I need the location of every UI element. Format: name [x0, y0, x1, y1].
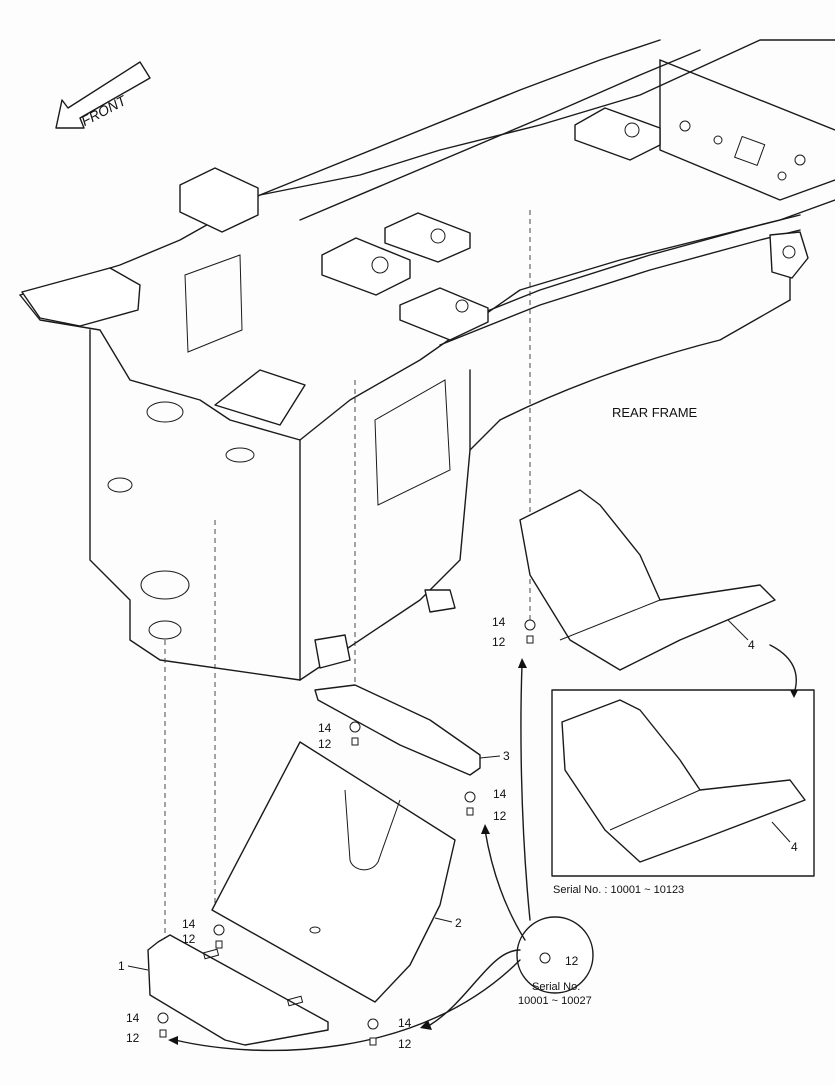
label-14-c: 14: [182, 917, 196, 931]
front-arrow: FRONT: [55, 61, 151, 129]
callout-leaders: [168, 658, 531, 1052]
callout-bolt-label: 12: [565, 954, 579, 968]
alignment-lines: [164, 210, 531, 960]
label-part-4: 4: [748, 638, 755, 652]
label-12-c: 12: [182, 932, 196, 946]
callout-serial-line2: 10001 ~ 10027: [518, 995, 592, 1007]
callout-serial-line1: Serial No.: [532, 981, 580, 993]
label-part-3: 3: [503, 749, 510, 763]
label-14-e: 14: [398, 1016, 412, 1030]
label-14-d: 14: [126, 1011, 140, 1025]
label-12-b: 12: [493, 809, 507, 823]
part-labels: 1 2 3 4 4 14 12 14 12 14 12 14 12 14 12 …: [118, 615, 798, 1051]
rear-frame-label: REAR FRAME: [612, 405, 698, 420]
undercover-2: [211, 741, 456, 1003]
side-cover-4: [519, 489, 776, 671]
label-12-f: 12: [492, 635, 506, 649]
inset-box: Serial No. : 10001 ~ 10123: [551, 689, 815, 896]
label-14-a: 14: [318, 721, 332, 735]
hardware-markers: [157, 619, 536, 1046]
label-12-a: 12: [318, 737, 332, 751]
label-12-d: 12: [126, 1031, 140, 1045]
detail-callout: 12 Serial No. 10001 ~ 10027: [516, 916, 594, 1007]
label-part-4-inset: 4: [791, 840, 798, 854]
inset-caption: Serial No. : 10001 ~ 10123: [553, 884, 684, 896]
undercover-1: [147, 934, 329, 1046]
rear-frame: [19, 39, 835, 681]
label-part-1: 1: [118, 959, 125, 973]
label-14-f: 14: [492, 615, 506, 629]
label-12-e: 12: [398, 1037, 412, 1051]
inset-pointer-arrow: [769, 644, 797, 691]
cover-plate-3: [314, 684, 481, 776]
label-14-b: 14: [493, 787, 507, 801]
label-part-2: 2: [455, 916, 462, 930]
